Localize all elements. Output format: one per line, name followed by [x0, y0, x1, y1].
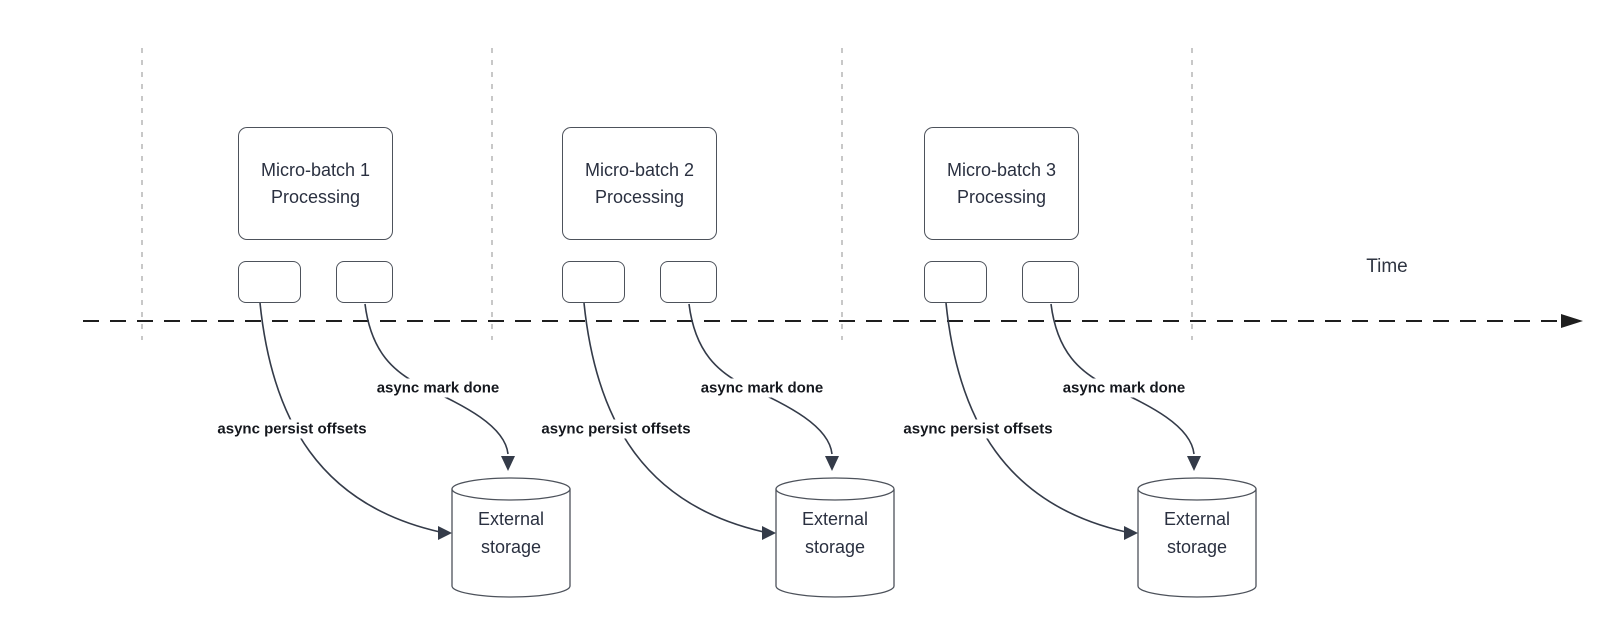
section-shapes-3	[945, 302, 1257, 598]
storage-cylinder-top	[775, 477, 895, 501]
time-axis-arrowhead	[1561, 314, 1583, 328]
section-shapes-1	[259, 302, 571, 598]
mark-done-task-box	[660, 261, 717, 303]
micro-batch-label: Micro-batch 3 Processing	[946, 159, 1057, 207]
micro-batch-label: Micro-batch 2 Processing	[584, 159, 695, 207]
persist-offsets-task-box	[238, 261, 301, 303]
persist-offsets-arrow	[945, 302, 1127, 533]
persist-offsets-arrowhead	[1124, 526, 1138, 540]
persist-offsets-arrowhead	[438, 526, 452, 540]
mark-done-arrowhead	[501, 456, 515, 471]
storage-cylinder-top	[451, 477, 571, 501]
external-storage-label: External storage	[801, 509, 869, 557]
micro-batch-box: Micro-batch 2 Processing	[562, 127, 717, 240]
mark-done-arrowhead	[825, 456, 839, 471]
mark-done-label: async mark done	[1059, 378, 1189, 398]
persist-offsets-label: async persist offsets	[900, 419, 1056, 439]
persist-offsets-label: async persist offsets	[538, 419, 694, 439]
micro-batch-box: Micro-batch 3 Processing	[924, 127, 1079, 240]
mark-done-label: async mark done	[373, 378, 503, 398]
external-storage-label: External storage	[477, 509, 545, 557]
storage-cylinder-body	[1137, 489, 1257, 598]
mark-done-task-box	[1022, 261, 1079, 303]
storage-cylinder-body	[451, 489, 571, 598]
time-axis-label: Time	[1366, 256, 1408, 277]
micro-batch-label: Micro-batch 1 Processing	[260, 159, 371, 207]
mark-done-task-box	[336, 261, 393, 303]
persist-offsets-task-box	[562, 261, 625, 303]
mark-done-arrowhead	[1187, 456, 1201, 471]
persist-offsets-arrow	[259, 302, 441, 533]
persist-offsets-arrow	[583, 302, 765, 533]
section-shapes-2	[583, 302, 895, 598]
persist-offsets-arrowhead	[762, 526, 776, 540]
mark-done-label: async mark done	[697, 378, 827, 398]
external-storage-label: External storage	[1163, 509, 1231, 557]
micro-batch-box: Micro-batch 1 Processing	[238, 127, 393, 240]
storage-cylinder-body	[775, 489, 895, 598]
persist-offsets-label: async persist offsets	[214, 419, 370, 439]
storage-cylinder-top	[1137, 477, 1257, 501]
persist-offsets-task-box	[924, 261, 987, 303]
